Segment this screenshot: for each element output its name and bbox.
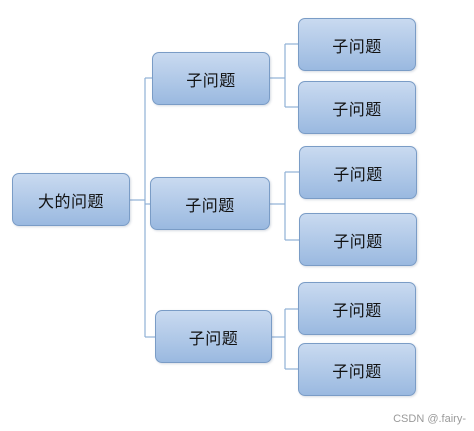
leaf-node-2-1-label: 子问题 xyxy=(333,164,383,184)
leaf-node-3-2: 子问题 xyxy=(298,343,416,396)
branch-node-1-label: 子问题 xyxy=(186,70,236,90)
leaf-node-2-2-label: 子问题 xyxy=(333,231,383,251)
leaf-node-3-1: 子问题 xyxy=(298,282,416,335)
branch-node-1: 子问题 xyxy=(152,52,270,105)
root-node-label: 大的问题 xyxy=(37,191,104,211)
leaf-node-2-2: 子问题 xyxy=(299,213,417,266)
leaf-node-1-1-label: 子问题 xyxy=(332,36,382,56)
branch-node-3: 子问题 xyxy=(155,310,272,363)
branch-node-2-label: 子问题 xyxy=(185,195,235,215)
watermark-text: CSDN @.fairy- xyxy=(393,413,466,425)
branch-node-3-label: 子问题 xyxy=(188,328,239,348)
leaf-node-2-1: 子问题 xyxy=(299,146,417,199)
root-node: 大的问题 xyxy=(12,173,130,226)
branch-node-2: 子问题 xyxy=(150,177,270,230)
leaf-node-1-2: 子问题 xyxy=(298,81,416,134)
leaf-node-1-1: 子问题 xyxy=(298,18,416,71)
leaf-node-3-1-label: 子问题 xyxy=(332,300,382,320)
leaf-node-1-2-label: 子问题 xyxy=(332,99,382,119)
leaf-node-3-2-label: 子问题 xyxy=(332,361,382,381)
